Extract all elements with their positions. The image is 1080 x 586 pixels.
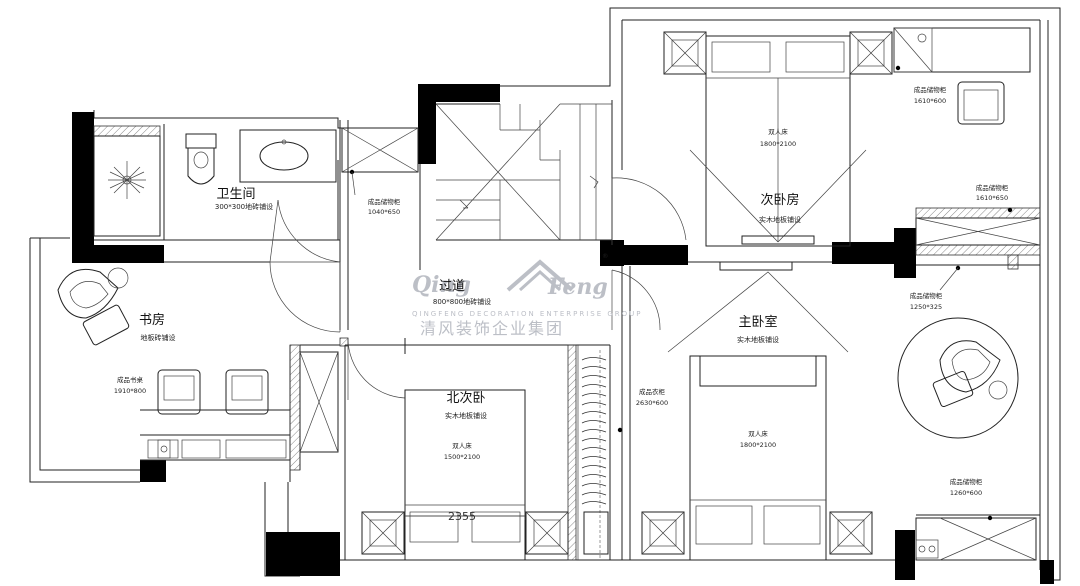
sink-icon [239, 129, 337, 183]
hanger-icon [581, 492, 607, 496]
dimension-text: 2355 [448, 510, 476, 523]
double-bed-icon [689, 35, 867, 247]
study-armchair-icon [57, 268, 119, 319]
north-bedroom-name: 北次卧 [446, 390, 485, 406]
armchair-icon [957, 81, 1005, 125]
bathroom-fixtures [93, 129, 337, 237]
corridor-cabinet-name: 成品储物柜 [368, 197, 401, 206]
room-labels: 卫生间 300*300地砖铺设 过道 800*800地砖铺设 次卧房 实木地板铺… [114, 127, 801, 461]
bathroom-floor: 300*300地砖铺设 [215, 202, 273, 211]
corridor-floor: 800*800地砖铺设 [433, 297, 491, 306]
doors [269, 177, 687, 400]
second-bedroom-bed-size: 1800*2100 [760, 140, 796, 148]
cabinet-labels: 成品储物柜 1040*650 成品储物柜 1610*600 成品储物柜 1610… [368, 85, 1009, 497]
corridor-cabinet [341, 127, 419, 196]
round-table-icon [897, 317, 1019, 439]
registered-mark: ® [602, 252, 609, 260]
hanger-icon [581, 357, 607, 361]
study-furniture [57, 267, 339, 459]
bedroom2-cabinet-mid-size: 1610*650 [976, 194, 1008, 202]
desk-chair-icon [225, 369, 269, 415]
hanger-icon [581, 501, 607, 505]
bedroom2-cabinet-low-size: 1250*325 [910, 303, 942, 311]
walls [72, 84, 1054, 584]
study-name: 书房 [139, 312, 165, 328]
hanger-icon [581, 375, 607, 379]
double-bed-icon [404, 389, 526, 561]
master-cabinet-name: 成品储物柜 [950, 477, 983, 486]
master-bedroom-bed-size: 1800*2100 [740, 441, 776, 449]
watermark: Qing Feng QINGFENG DECORATION ENTERPRISE… [412, 252, 643, 338]
north-bedroom-bed: 双人床 [452, 441, 472, 450]
north-bedroom-bed-size: 1500*2100 [444, 453, 480, 461]
north-bedroom-floor: 实木地板铺设 [445, 411, 487, 420]
wardrobe-hangers [581, 357, 607, 505]
master-cabinet-size: 1260*600 [950, 489, 982, 497]
hanger-icon [581, 474, 607, 478]
logo-roof-icon [506, 259, 574, 292]
hanger-icon [581, 366, 607, 370]
hanger-icon [581, 402, 607, 406]
shower-drain-icon [108, 161, 146, 199]
wardrobe [577, 345, 623, 560]
wardrobe-size: 2630*600 [636, 399, 668, 407]
partitions [94, 100, 1040, 560]
ottoman-icon [82, 304, 130, 346]
hanger-icon [581, 384, 607, 388]
bedroom2-cabinet-low-name: 成品储物柜 [910, 291, 943, 300]
double-bed-icon [689, 355, 827, 561]
study-floor: 地板砖铺设 [141, 333, 176, 342]
hanger-icon [581, 411, 607, 415]
master-bedroom-floor: 实木地板铺设 [737, 335, 779, 344]
staircase [435, 103, 612, 241]
watermark-brand-left: Qing [412, 272, 471, 298]
hanger-icon [581, 465, 607, 469]
hanger-icon [581, 429, 607, 433]
corridor-name: 过道 [439, 279, 465, 294]
watermark-english: QINGFENG DECORATION ENTERPRISE GROUP [412, 310, 643, 318]
second-bedroom-bed: 双人床 [768, 127, 788, 136]
hanger-icon [581, 447, 607, 451]
lounge-chair-icon [939, 340, 1001, 393]
second-bedroom-floor: 实木地板铺设 [759, 215, 801, 224]
master-bedroom-bed: 双人床 [748, 429, 768, 438]
hanger-icon [581, 393, 607, 397]
hanger-icon [581, 438, 607, 442]
corridor-cabinet-size: 1040*650 [368, 208, 400, 216]
master-bedroom-name: 主卧室 [738, 314, 777, 330]
bedroom2-cabinet-mid-name: 成品储物柜 [976, 183, 1009, 192]
hanger-icon [581, 456, 607, 460]
watermark-brand-right: Feng [547, 274, 608, 300]
bedroom2-cabinet-top-name: 成品储物柜 [914, 85, 947, 94]
bedroom2-cabinet-top-size: 1610*600 [914, 97, 946, 105]
desk-chair-icon [157, 369, 201, 415]
dimension-line: 2355 [405, 510, 525, 523]
bathroom-name: 卫生间 [216, 187, 255, 202]
watermark-chinese: 清风装饰企业集团 [420, 319, 564, 338]
second-bedroom-furniture [663, 27, 1041, 291]
hanger-icon [581, 420, 607, 424]
toilet-icon [185, 133, 217, 185]
master-bedroom-furniture [641, 261, 1037, 561]
wardrobe-name: 成品衣柜 [639, 387, 666, 396]
second-bedroom-name: 次卧房 [760, 192, 799, 208]
study-desk-size: 1910*800 [114, 387, 146, 395]
hanger-icon [581, 483, 607, 487]
study-desk: 成品书桌 [117, 375, 144, 384]
outer-outline [29, 7, 1061, 581]
